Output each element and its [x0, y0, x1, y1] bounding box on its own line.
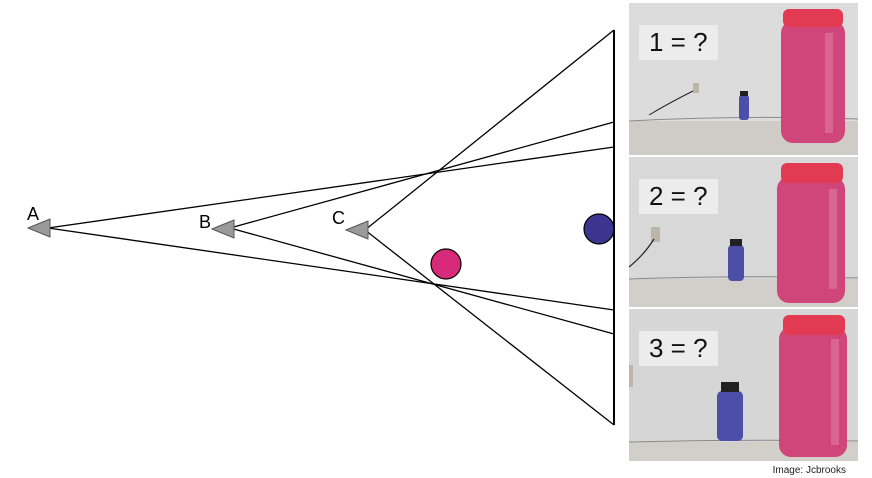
camera-b-ray-bottom — [229, 227, 615, 335]
photo-2: 2 = ? — [629, 157, 858, 307]
camera-c-marker — [344, 220, 369, 240]
camera-a-label: A — [27, 204, 39, 224]
photo-1: 1 = ? — [629, 3, 858, 155]
far-ball — [583, 213, 615, 245]
camera-a-ray-top — [47, 146, 615, 229]
photo-1-scene — [629, 3, 858, 155]
camera-c-ray-bottom — [364, 229, 615, 426]
perspective-diagram: A B C — [26, 29, 615, 426]
photo-2-scene — [629, 157, 858, 307]
camera-c-label: C — [332, 208, 345, 228]
photo-2-label: 2 = ? — [639, 179, 718, 214]
camera-a-ray-bottom — [47, 227, 615, 311]
photo-3-label: 3 = ? — [639, 331, 718, 366]
image-credit: Image: Jcbrooks — [772, 465, 846, 476]
camera-a-marker — [26, 218, 51, 238]
near-ball — [430, 248, 462, 280]
photo-1-label: 1 = ? — [639, 25, 718, 60]
camera-c-ray-top — [364, 29, 615, 231]
camera-b-label: B — [199, 212, 211, 232]
photo-3: 3 = ? — [629, 309, 858, 461]
camera-b-ray-top — [229, 121, 615, 229]
camera-b-marker — [210, 219, 235, 239]
